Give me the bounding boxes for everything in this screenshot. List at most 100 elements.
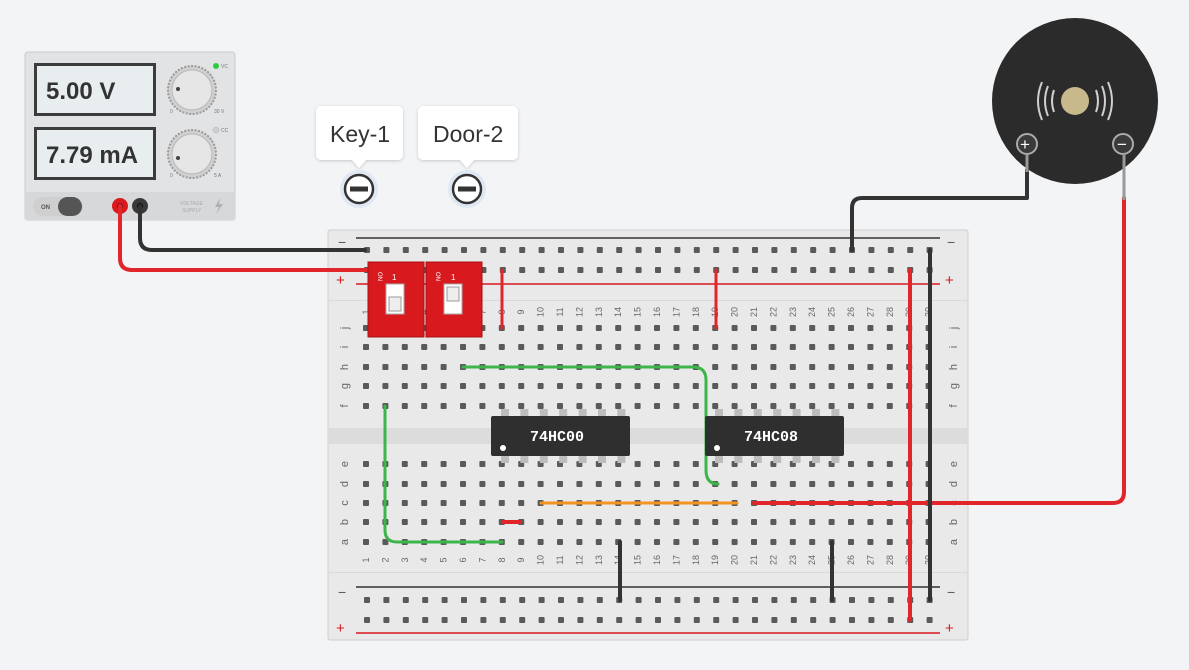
breadboard-hole[interactable]	[732, 617, 739, 623]
breadboard-hole[interactable]	[634, 325, 641, 331]
breadboard-hole[interactable]	[499, 617, 506, 623]
breadboard-hole[interactable]	[868, 617, 875, 623]
breadboard-hole[interactable]	[809, 403, 816, 409]
breadboard-hole[interactable]	[634, 344, 641, 350]
breadboard-hole[interactable]	[615, 383, 622, 389]
breadboard-hole[interactable]	[364, 597, 370, 603]
breadboard-hole[interactable]	[751, 403, 757, 409]
breadboard-hole[interactable]	[576, 481, 583, 487]
breadboard-hole[interactable]	[867, 325, 874, 331]
breadboard-hole[interactable]	[441, 247, 448, 253]
breadboard-hole[interactable]	[886, 383, 893, 389]
breadboard-hole[interactable]	[401, 403, 408, 409]
breadboard-hole[interactable]	[655, 267, 661, 273]
breadboard-hole[interactable]	[537, 539, 544, 545]
breadboard-hole[interactable]	[479, 500, 486, 506]
breadboard-hole[interactable]	[868, 267, 875, 273]
breadboard-hole[interactable]	[615, 325, 622, 331]
breadboard-hole[interactable]	[402, 617, 409, 623]
breadboard-hole[interactable]	[848, 519, 854, 525]
breadboard-hole[interactable]	[518, 344, 525, 350]
key-1-pushbutton[interactable]	[340, 170, 378, 208]
breadboard-hole[interactable]	[498, 344, 505, 350]
breadboard-hole[interactable]	[460, 481, 466, 487]
breadboard-hole[interactable]	[828, 519, 835, 525]
breadboard-hole[interactable]	[673, 383, 680, 389]
breadboard-hole[interactable]	[576, 383, 583, 389]
breadboard-hole[interactable]	[848, 364, 854, 370]
breadboard-hole[interactable]	[401, 364, 408, 370]
breadboard-hole[interactable]	[849, 597, 855, 603]
breadboard-hole[interactable]	[421, 364, 428, 370]
breadboard-hole[interactable]	[752, 247, 758, 253]
breadboard-hole[interactable]	[616, 247, 623, 253]
breadboard-hole[interactable]	[752, 617, 758, 623]
breadboard-hole[interactable]	[518, 383, 525, 389]
breadboard-hole[interactable]	[789, 383, 796, 389]
breadboard-hole[interactable]	[732, 597, 739, 603]
breadboard-hole[interactable]	[421, 403, 428, 409]
breadboard-hole[interactable]	[848, 325, 854, 331]
breadboard-hole[interactable]	[383, 247, 390, 253]
breadboard-hole[interactable]	[810, 247, 817, 253]
breadboard-hole[interactable]	[519, 247, 526, 253]
breadboard-hole[interactable]	[789, 481, 796, 487]
breadboard-hole[interactable]	[634, 519, 641, 525]
breadboard-hole[interactable]	[867, 519, 874, 525]
breadboard-hole[interactable]	[692, 325, 699, 331]
breadboard-hole[interactable]	[712, 383, 719, 389]
breadboard-hole[interactable]	[595, 325, 602, 331]
breadboard-hole[interactable]	[771, 267, 778, 273]
door-2-pushbutton[interactable]	[448, 170, 486, 208]
breadboard-hole[interactable]	[790, 267, 797, 273]
breadboard-hole[interactable]	[712, 364, 719, 370]
breadboard-hole[interactable]	[557, 325, 563, 331]
breadboard-hole[interactable]	[557, 481, 563, 487]
breadboard-hole[interactable]	[441, 617, 448, 623]
breadboard-hole[interactable]	[537, 403, 544, 409]
breadboard-hole[interactable]	[828, 481, 835, 487]
breadboard-hole[interactable]	[498, 500, 505, 506]
breadboard-hole[interactable]	[751, 383, 757, 389]
breadboard-hole[interactable]	[363, 461, 369, 467]
breadboard-hole[interactable]	[692, 481, 699, 487]
breadboard-hole[interactable]	[693, 267, 700, 273]
breadboard-hole[interactable]	[886, 481, 893, 487]
breadboard-hole[interactable]	[692, 344, 699, 350]
breadboard-hole[interactable]	[421, 344, 428, 350]
breadboard-hole[interactable]	[886, 519, 893, 525]
breadboard-hole[interactable]	[770, 344, 777, 350]
breadboard-hole[interactable]	[809, 325, 816, 331]
breadboard-hole[interactable]	[518, 500, 525, 506]
breadboard-hole[interactable]	[382, 344, 389, 350]
breadboard-hole[interactable]	[848, 344, 854, 350]
breadboard-hole[interactable]	[577, 597, 584, 603]
breadboard-hole[interactable]	[461, 247, 467, 253]
breadboard-hole[interactable]	[557, 539, 563, 545]
breadboard-hole[interactable]	[498, 481, 505, 487]
breadboard-hole[interactable]	[422, 617, 429, 623]
breadboard-hole[interactable]	[810, 617, 817, 623]
breadboard-hole[interactable]	[809, 519, 816, 525]
breadboard-hole[interactable]	[654, 383, 660, 389]
buzzer-plus-terminal[interactable]: +	[1016, 133, 1038, 155]
breadboard-hole[interactable]	[519, 597, 526, 603]
breadboard-hole[interactable]	[673, 539, 680, 545]
breadboard-hole[interactable]	[440, 500, 447, 506]
breadboard-hole[interactable]	[440, 403, 447, 409]
breadboard-hole[interactable]	[558, 247, 564, 253]
breadboard-hole[interactable]	[595, 539, 602, 545]
breadboard-hole[interactable]	[887, 247, 894, 253]
breadboard-hole[interactable]	[867, 364, 874, 370]
breadboard-hole[interactable]	[886, 461, 893, 467]
breadboard-hole[interactable]	[634, 461, 641, 467]
breadboard-hole[interactable]	[596, 597, 603, 603]
breadboard-hole[interactable]	[771, 247, 778, 253]
breadboard-hole[interactable]	[693, 597, 700, 603]
breadboard-hole[interactable]	[479, 403, 486, 409]
breadboard-hole[interactable]	[558, 597, 564, 603]
breadboard-hole[interactable]	[751, 539, 757, 545]
dip-switch-door-2[interactable]: ON 1	[425, 261, 483, 338]
breadboard-hole[interactable]	[461, 617, 467, 623]
breadboard-hole[interactable]	[634, 403, 641, 409]
